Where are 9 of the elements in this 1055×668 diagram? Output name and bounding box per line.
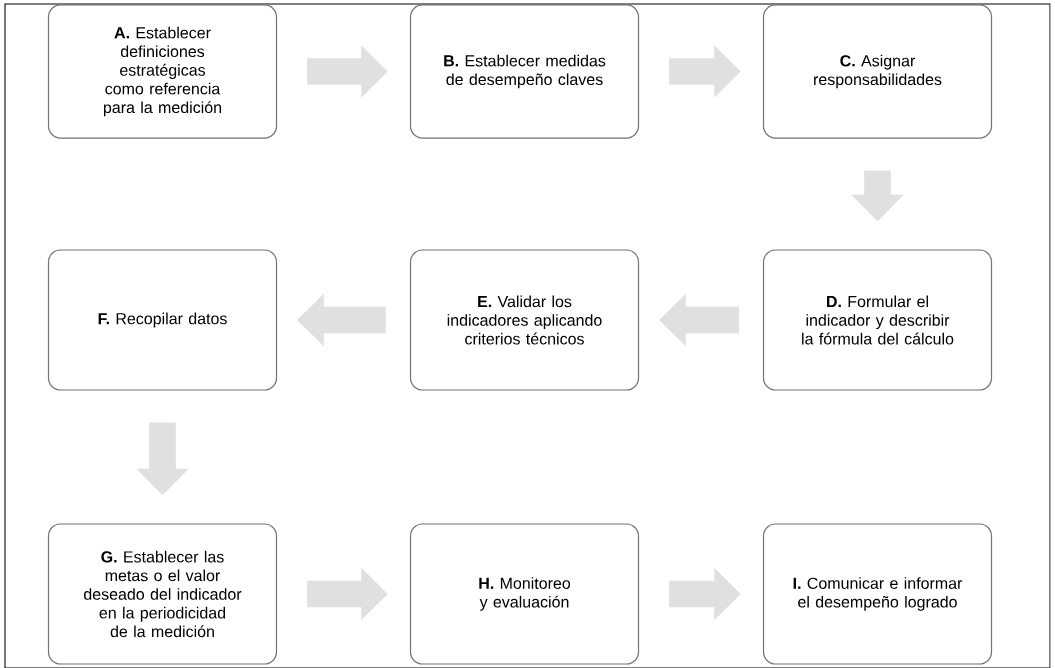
process-box: G. Establecer las metas o el valor deseado del indicador en la periodicidad de la medición [47, 523, 278, 665]
process-box: B. Establecer medidas de desempeño claves [409, 4, 640, 139]
process-box: H. Monitoreo y evaluación [409, 523, 640, 665]
process-box: A. Establecer definiciones estratégicas como referencia para la medición [47, 4, 278, 139]
process-box: D. Formular el indicador y describir la fórmula del cálculo [762, 249, 993, 391]
process-box: C. Asignar responsabilidades [762, 4, 993, 139]
process-box: I. Comunicar e informar el desempeño logrado [762, 523, 993, 665]
process-box: F. Recopilar datos [47, 249, 278, 391]
process-box: E. Validar los indicadores aplicando criterios técnicos [409, 249, 640, 391]
